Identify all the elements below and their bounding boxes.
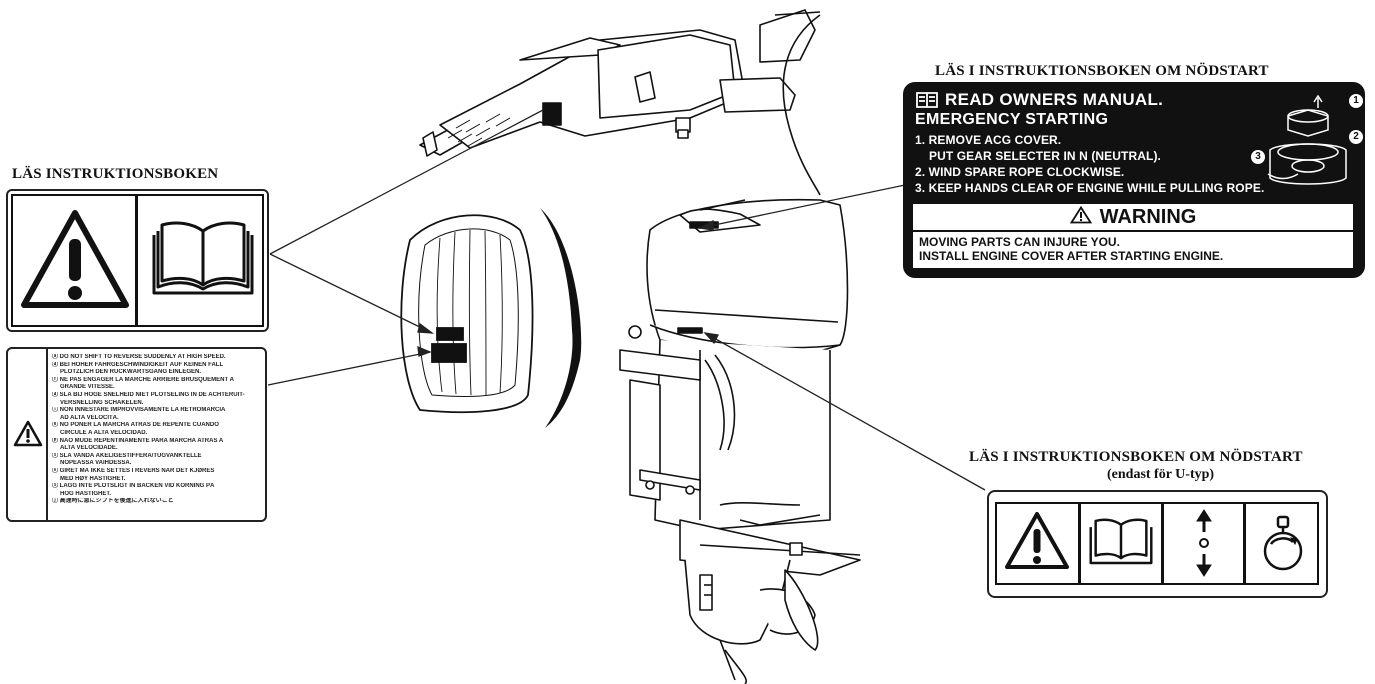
warning-line: MOVING PARTS CAN INJURE YOU. [919, 235, 1120, 249]
ml-line: GRANDE VITESSE. [60, 384, 115, 391]
warning-triangle-icon [21, 210, 129, 308]
right-top-heading: LÄS I INSTRUKTIONSBOKEN OM NÖDSTART [935, 63, 1269, 79]
emergency-starting-label: READ OWNERS MANUAL. EMERGENCY STARTING 1… [903, 82, 1365, 278]
shift-arrows-icon [1196, 509, 1212, 577]
warning-title: WARNING [1099, 206, 1197, 228]
ml-line: HÖG HASTIGHET. [60, 490, 112, 497]
ml-line: ⓘ NON INNESTARE IMPROVVISAMENTE LA RETRO… [52, 407, 226, 414]
outboard-motor-drawing [619, 198, 861, 684]
multilingual-warning-label: ⓐ DO NOT SHIFT TO REVERSE SUDDENLY AT HI… [6, 347, 267, 522]
curved-separator [540, 208, 582, 428]
multilingual-text: ⓐ DO NOT SHIFT TO REVERSE SUDDENLY AT HI… [52, 354, 264, 506]
ml-line: ⓓ BEI HOHER FAHRGESCHWINDIGKEIT AUF KEIN… [52, 361, 224, 368]
ml-line: CIRCULE A ALTA VELOCIDAD. [60, 429, 148, 436]
left-top-heading: LÄS INSTRUKTIONSBOKEN [12, 166, 219, 182]
rope-start-illustration [1267, 94, 1347, 185]
ml-line: ⓟ NÃO MUDE REPENTINAMENTE PARA MARCHA AT… [52, 437, 224, 444]
ml-line: ⓝ GIRET MÅ IKKE SETTES I REVERS NÅR DET … [52, 467, 215, 474]
emergency-subtitle: EMERGENCY STARTING [915, 111, 1109, 128]
warning-triangle-icon [1005, 512, 1069, 569]
strip-inner-frame [995, 502, 1319, 585]
leader-lines [267, 109, 986, 491]
ml-line: ⓙ 高速時に急にシフトを後進に入れないこと [52, 498, 174, 505]
emergency-title: READ OWNERS MANUAL. [945, 90, 1164, 109]
warning-triangle-icon [1069, 205, 1092, 231]
right-bottom-subheading: (endast för U-typ) [1107, 467, 1215, 482]
ml-line: NOPEASSA VAIHDESSA. [60, 460, 132, 467]
callout-2: 2 [1349, 130, 1363, 144]
ml-line: ⓔ NO PONER LA MARCHA ATRÁS DE REPENTE CU… [52, 422, 219, 429]
ml-line: ⓢ LÄGG INTE PLÖTSLIGT IN BACKEN VID KÖRN… [52, 483, 215, 490]
ml-line: ⓕ NE PAS ENGAGER LA MARCHE ARRIÈRE BRUSQ… [52, 376, 234, 383]
ml-line: ⓐ DO NOT SHIFT TO REVERSE SUDDENLY AT HI… [52, 354, 226, 360]
ml-line: MED HØY HASTIGHET. [60, 475, 126, 482]
book-icon [916, 92, 938, 108]
ml-line: ⓢ SLÅ VANDA ÅKELIGESTIFFERA/TUGVANKTELLE [52, 452, 202, 459]
book-icon [152, 221, 254, 295]
callout-3: 3 [1251, 150, 1265, 164]
emergency-step: 1. REMOVE ACG COVER. [915, 133, 1062, 147]
ml-line: ⓓ SLA BIJ HOGE SNELHEID NIET PLOTSELING … [52, 391, 245, 398]
ml-line: ALTA VELOCIDADE. [60, 445, 118, 452]
warning-header: WARNING [913, 204, 1353, 232]
rope-start-knob-icon [1263, 515, 1303, 571]
callout-1: 1 [1349, 94, 1363, 108]
small-warning-triangle-icon [13, 420, 43, 447]
book-icon [1089, 518, 1153, 565]
strip-divider [1243, 502, 1246, 585]
warning-box: WARNING MOVING PARTS CAN INJURE YOU. INS… [913, 204, 1353, 268]
emergency-pictogram-strip [987, 490, 1328, 598]
engine-top-cover-drawing [400, 214, 534, 414]
emergency-step: 3. KEEP HANDS CLEAR OF ENGINE WHILE PULL… [915, 181, 1265, 195]
ml-line: PLÖTZLICH DEN RÜCKWÄRTSGANG EINLEGEN. [60, 369, 201, 376]
multilingual-divider [46, 349, 48, 520]
pictogram-divider [135, 195, 138, 326]
warning-line: INSTALL ENGINE COVER AFTER STARTING ENGI… [919, 249, 1224, 263]
read-manual-pictogram-label [6, 189, 269, 332]
ml-line: AD ALTA VELOCITÀ. [60, 414, 119, 421]
strip-divider [1078, 502, 1081, 585]
emergency-step: 2. WIND SPARE ROPE CLOCKWISE. [915, 165, 1125, 179]
emergency-step: PUT GEAR SELECTER IN N (NEUTRAL). [929, 149, 1161, 163]
strip-divider [1161, 502, 1164, 585]
tiller-handle-drawing [419, 9, 821, 196]
right-bottom-heading: LÄS I INSTRUKTIONSBOKEN OM NÖDSTART [969, 449, 1303, 465]
ml-line: VERSNELLING SCHAKELEN. [60, 399, 144, 406]
